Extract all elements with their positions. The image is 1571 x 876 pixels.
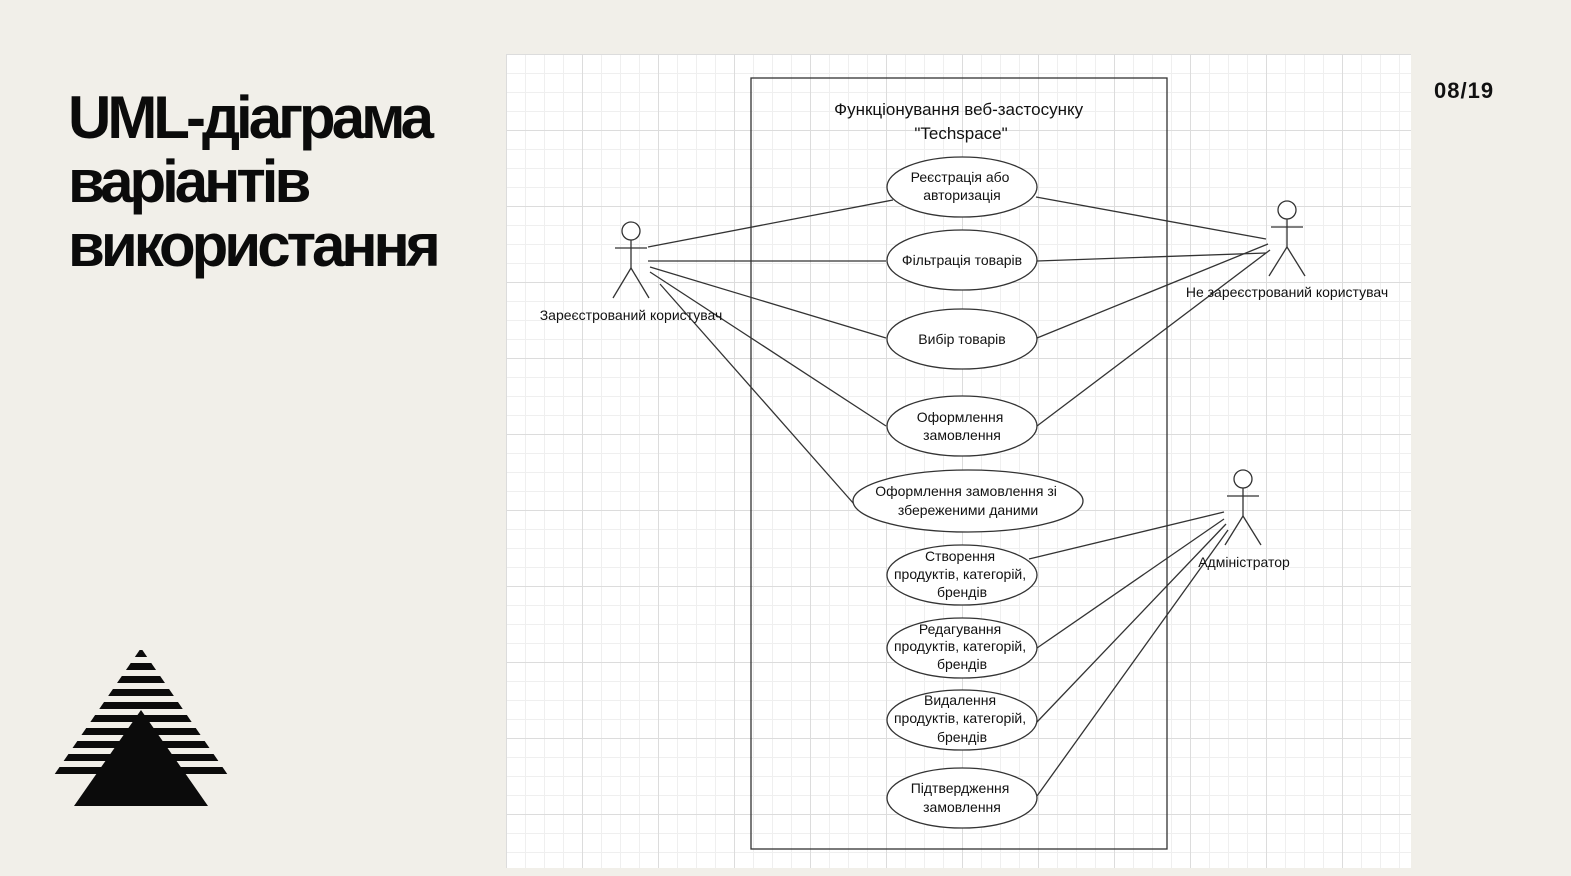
use-case-create-label: Створення продуктів, категорій, брендів (894, 548, 1030, 600)
use-case-create-ellipse (886, 544, 1038, 606)
use-case-auth-ellipse (886, 156, 1038, 218)
use-case-edit-label: Редагування продуктів, категорій, бренді… (894, 621, 1030, 672)
page-number: 08/19 (1434, 78, 1495, 103)
unregistered-user-label: Не зареєстрований користувач (1186, 284, 1388, 300)
registered-user-label: Зареєстрований користувач (540, 307, 723, 323)
use-case-filter-ellipse (886, 229, 1038, 291)
assoc-unregistered-order (1036, 249, 1271, 427)
assoc-registered-select (649, 266, 887, 339)
use-case-order-saved-label: Оформлення замовлення зі збереженими дан… (875, 483, 1061, 518)
use-case-filter-label: Фільтрація товарів (902, 252, 1022, 268)
assoc-registered-order-saved (659, 283, 855, 505)
system-boundary (750, 77, 1168, 850)
assoc-admin-delete (1036, 523, 1227, 723)
slide-title-line-3: використання (68, 212, 441, 279)
diagram-canvas: Функціонування веб-застосунку "Techspace… (540, 77, 1388, 850)
admin-label: Адміністратор (1198, 554, 1290, 570)
use-case-order-label: Оформлення замовлення (917, 409, 1008, 443)
assoc-unregistered-select (1036, 243, 1269, 339)
use-case-order-ellipse (886, 395, 1038, 457)
use-case-select-ellipse (886, 308, 1038, 370)
use-case-select-label: Вибір товарів (918, 331, 1005, 347)
unregistered-user-actor-icon (1268, 200, 1306, 277)
use-case-delete-ellipse (886, 689, 1038, 751)
use-case-edit-ellipse (886, 617, 1038, 679)
use-case-confirm-label: Підтвердження замовлення (911, 780, 1014, 815)
system-title: Функціонування веб-застосунку "Techspace… (834, 100, 1088, 143)
use-case-auth-label: Реєстрація або авторизація (911, 169, 1014, 203)
assoc-admin-create (1028, 511, 1225, 560)
assoc-registered-auth (647, 199, 894, 248)
assoc-admin-confirm (1036, 529, 1229, 797)
use-case-order-saved-ellipse (852, 469, 1084, 533)
slide-title: UML-діаграма варіантів використання (68, 84, 441, 279)
slide-title-line-2: варіантів (68, 148, 311, 215)
slide-title-line-1: UML-діаграма (68, 84, 434, 151)
use-case-delete-label: Видалення продуктів, категорій, брендів (894, 692, 1030, 745)
pyramid-logo-icon (52, 650, 230, 806)
registered-user-actor-icon (612, 221, 650, 299)
assoc-unregistered-filter (1036, 252, 1267, 262)
use-case-confirm-ellipse (886, 767, 1038, 829)
assoc-registered-order (649, 271, 887, 427)
admin-actor-icon (1224, 469, 1262, 546)
use-case-diagram: Функціонування веб-застосунку "Techspace… (506, 54, 1411, 868)
assoc-unregistered-auth (1035, 196, 1267, 240)
assoc-admin-edit (1036, 518, 1225, 649)
